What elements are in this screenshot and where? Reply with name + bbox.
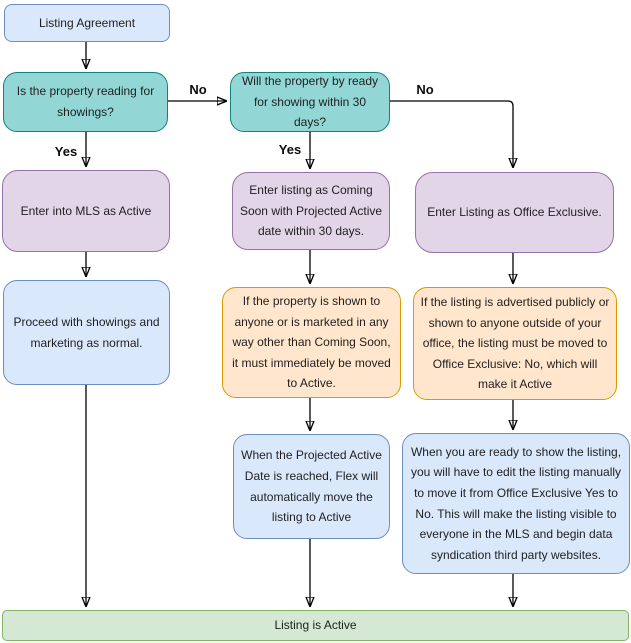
node-proceed-showings: Proceed with showings and marketing as n… (3, 280, 170, 385)
node-ready-for-showings: Is the property reading for showings? (3, 72, 168, 132)
node-listing-is-active: Listing is Active (2, 610, 629, 641)
node-flex-auto-active: When the Projected Active Date is reache… (233, 434, 390, 539)
node-ready-within-30-days: Will the property by ready for showing w… (230, 72, 390, 132)
edge-label-yes-2: Yes (278, 142, 302, 157)
node-coming-soon-rule: If the property is shown to anyone or is… (222, 287, 401, 398)
node-enter-office-exclusive: Enter Listing as Office Exclusive. (415, 172, 614, 253)
edge-label-no-2: No (416, 82, 434, 97)
node-enter-coming-soon: Enter listing as Coming Soon with Projec… (232, 172, 390, 250)
node-manual-edit: When you are ready to show the listing, … (402, 433, 630, 574)
node-enter-mls-active: Enter into MLS as Active (2, 170, 170, 252)
node-listing-agreement: Listing Agreement (4, 4, 170, 42)
arrow-no-to-office-exclusive (390, 100, 513, 167)
edge-label-no-1: No (189, 82, 207, 97)
edge-label-yes-1: Yes (54, 144, 78, 159)
node-office-exclusive-rule: If the listing is advertised publicly or… (413, 287, 617, 400)
